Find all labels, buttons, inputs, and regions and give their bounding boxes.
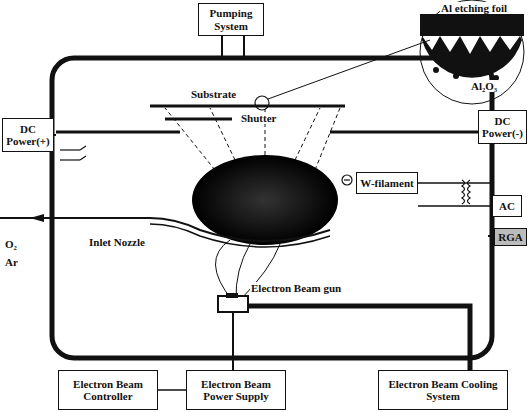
box-text: RGA (498, 231, 522, 243)
box-text: Electron Beam Power Supply (190, 378, 282, 402)
labeled-box: DC Power(+) (2, 118, 54, 152)
part-label: Substrate (190, 88, 237, 100)
labeled-box: DC Power(-) (478, 110, 527, 144)
part-label: Al₂O₃ (470, 80, 498, 92)
box-text: AC (499, 200, 515, 212)
box-text: DC Power(-) (482, 115, 523, 139)
box-text: DC Power(+) (6, 123, 50, 147)
part-label: Al etching foil (440, 2, 508, 14)
labeled-box: Electron Beam Cooling System (378, 370, 508, 410)
labeled-box: Electron Beam Controller (58, 370, 158, 410)
box-text: Electron Beam Controller (62, 378, 154, 402)
box-text: Electron Beam Cooling System (382, 378, 504, 402)
part-label: O₂ (4, 238, 18, 250)
labeled-box: W-filament (356, 172, 418, 194)
labeled-box: RGA (494, 228, 527, 246)
box-text: W-filament (360, 177, 413, 189)
part-label: Ar (4, 256, 19, 268)
labeled-box: Electron Beam Power Supply (186, 370, 286, 410)
part-label: Electron Beam gun (250, 282, 342, 294)
connector (418, 182, 492, 184)
labeled-box: Pumping System (198, 3, 264, 36)
part-label: Shutter (240, 112, 277, 124)
box-text: Pumping System (202, 7, 260, 31)
connector (158, 389, 186, 391)
labeled-box: AC (492, 195, 522, 217)
part-label: Inlet Nozzle (88, 236, 146, 248)
